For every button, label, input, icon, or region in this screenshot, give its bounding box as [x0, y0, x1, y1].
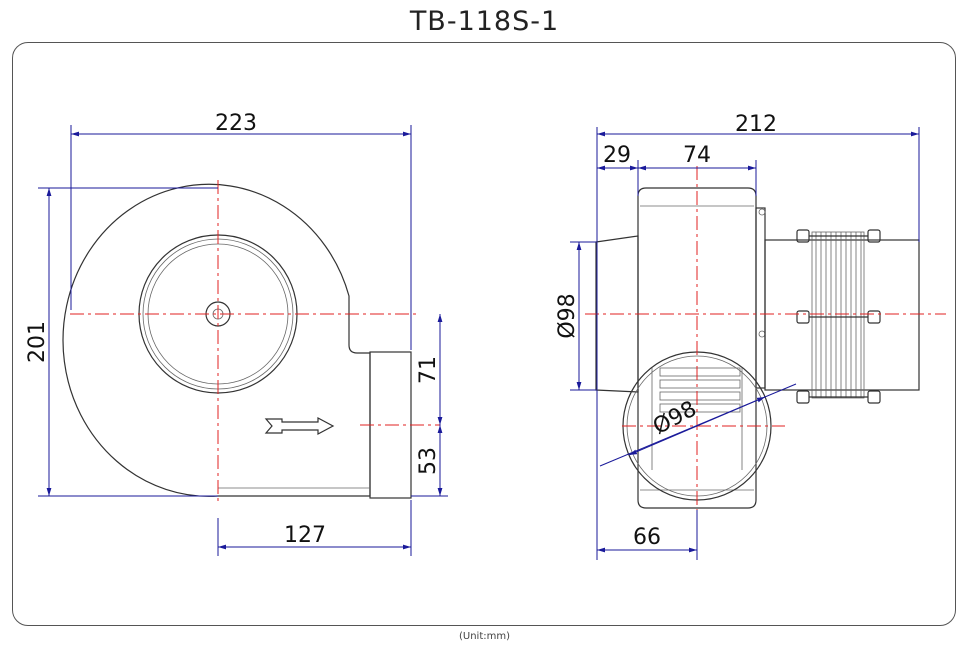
dim-outlet-position-label: 66: [633, 525, 661, 550]
motor-bolts: [796, 229, 881, 404]
dim-outlet-width-label: 127: [284, 523, 326, 548]
dim-total-label: 212: [735, 112, 777, 137]
dim-outlet-upper-label: 71: [416, 356, 441, 384]
dim-height-label: 201: [25, 321, 50, 363]
scroll-housing: [62, 183, 371, 497]
dim-body-label: 74: [683, 143, 711, 168]
side-view: 212 29 74 Ø98 Ø98 66: [555, 112, 946, 560]
drawing-frame: [12, 42, 956, 626]
back-plate: [755, 207, 766, 389]
housing-body: [637, 187, 757, 509]
motor-fins: [815, 232, 862, 398]
motor-body: [764, 239, 920, 391]
dim-outlet-lower-label: 53: [416, 447, 441, 475]
dim-offset-label: 29: [603, 143, 631, 168]
unit-note: (Unit:mm): [458, 631, 510, 642]
dim-inlet-diameter-label: Ø98: [555, 293, 580, 338]
front-view: 223 201 127 71 53: [25, 111, 448, 556]
drawing-title: TB-118S-1: [409, 6, 560, 37]
airflow-arrow-icon: [264, 417, 335, 435]
dim-outlet-diameter-label: Ø98: [649, 397, 701, 440]
dim-width-label: 223: [215, 111, 257, 136]
